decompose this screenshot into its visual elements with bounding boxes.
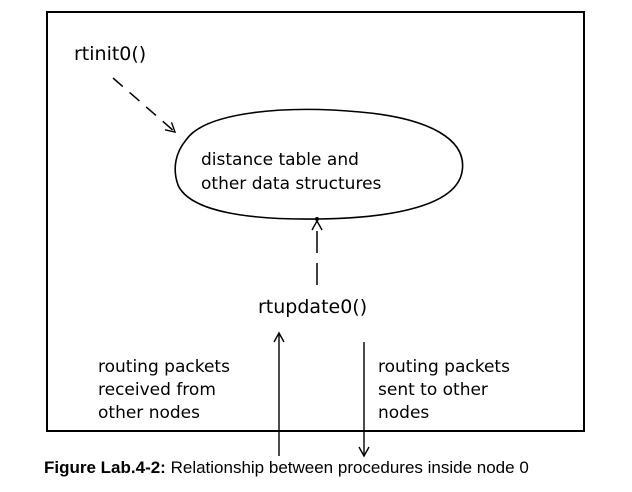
sent-packets-label: routing packets sent to other nodes — [378, 356, 510, 425]
sent-line-2: sent to other — [378, 380, 488, 400]
blob-attach-dot — [315, 217, 319, 221]
rtinit-to-tables-arrow — [112, 77, 177, 133]
sent-line-3: nodes — [378, 403, 430, 423]
rtupdate-label: rtupdate0() — [258, 296, 368, 318]
received-line-1: routing packets — [98, 357, 230, 377]
data-structures-line-2: other data structures — [201, 174, 382, 194]
sent-line-1: routing packets — [378, 357, 510, 377]
data-structures-line-1: distance table and — [201, 150, 359, 170]
data-structures-label: distance table and other data structures — [201, 148, 381, 196]
data-structures-ellipse — [174, 108, 464, 220]
received-line-2: received from — [98, 380, 216, 400]
rtinit-label: rtinit0() — [74, 43, 147, 65]
received-packets-label: routing packets received from other node… — [98, 356, 230, 425]
figure-caption: Figure Lab.4-2: Relationship between pro… — [44, 457, 529, 479]
node-boundary-frame — [46, 11, 585, 432]
figure-caption-text: Relationship between procedures inside n… — [165, 458, 529, 477]
figure-caption-prefix: Figure Lab.4-2: — [44, 458, 166, 477]
received-line-3: other nodes — [98, 403, 200, 423]
